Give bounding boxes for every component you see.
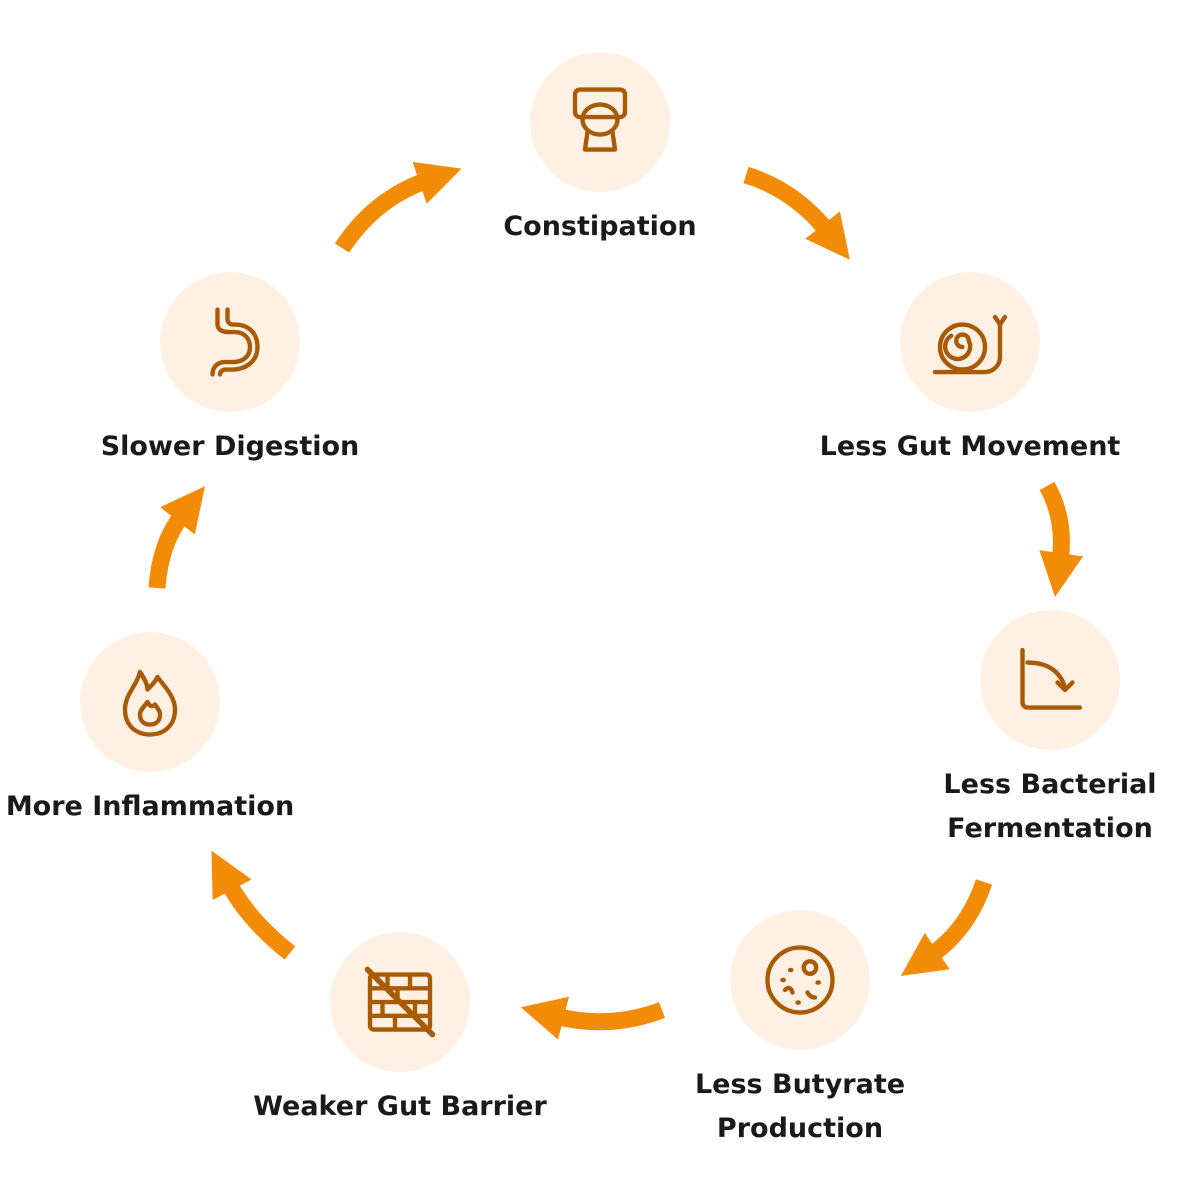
label-slower-digestion: Slower Digestion [100,431,360,462]
arrow-fermentation-to-butyrate [900,879,993,976]
declining-curve-icon [1020,647,1083,710]
label-less-gut-movement: Less Gut Movement [819,431,1121,462]
arrow-inflammation-to-slower-digestion [148,486,205,589]
node-more-inflammation [80,632,220,772]
label-more-inflammation: More Inflammation [5,791,295,822]
bacteria-cell-icon [765,945,835,1015]
broken-wall-icon [364,966,436,1038]
arrow-gut-barrier-to-inflammation [211,850,296,960]
label-weaker-gut-barrier: Weaker Gut Barrier [253,1091,547,1122]
label-constipation: Constipation [503,211,697,242]
arrow-slower-digestion-to-constipation [334,161,462,253]
node-weaker-gut-barrier [330,932,470,1072]
stomach-icon [210,307,260,377]
node-less-gut-movement [900,272,1040,412]
node-less-bacterial-fermentation [980,610,1120,750]
flame-icon [122,669,178,737]
node-less-butyrate-production [730,910,870,1050]
toilet-icon [572,87,628,152]
arrow-constipation-to-gut-movement [743,166,850,260]
arrow-butyrate-to-gut-barrier [520,996,666,1040]
node-slower-digestion [160,272,300,412]
snail-icon [932,314,1008,375]
node-constipation [530,52,670,192]
arrow-gut-movement-to-fermentation [1039,481,1084,598]
